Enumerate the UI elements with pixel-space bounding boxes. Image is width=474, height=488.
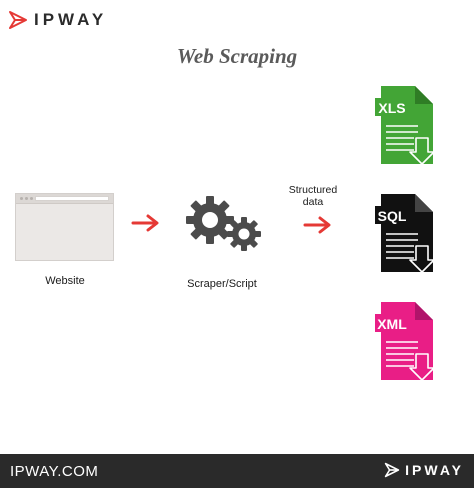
structured-data-line2: data [302,196,324,208]
arrow-right-icon [303,216,331,234]
website-browser-icon [15,193,114,261]
footer-bar: IPWAY.COM IPWAY [0,454,474,488]
scraper-label: Scraper/Script [187,278,257,290]
ipway-logo: IPWAY [8,8,107,32]
brand-name: IPWAY [34,10,108,29]
page-title: Web Scraping [176,44,298,68]
browser-dot [20,197,23,200]
xls-file-icon: XLS [375,86,435,165]
ipway-logo-icon [9,11,27,29]
xls-file-label: XLS [378,100,405,116]
browser-url-bar [35,196,109,201]
arrow-right-icon [131,214,159,232]
sql-file-label: SQL [378,208,407,224]
browser-toolbar [16,194,113,204]
gears-icon [186,196,261,251]
browser-dot [25,197,28,200]
xml-file-label: XML [377,316,407,332]
footer-url[interactable]: IPWAY.COM [10,463,99,480]
browser-dot [30,197,33,200]
structured-data-line1: Structured [288,184,338,196]
footer-brand-name: IPWAY [405,462,464,478]
sql-file-icon: SQL [375,194,435,273]
structured-data-label: Structured data [279,184,347,208]
website-label: Website [45,275,85,287]
ipway-logo-icon [384,462,400,478]
footer-logo: IPWAY [384,462,464,478]
xml-file-icon: XML [375,302,435,381]
